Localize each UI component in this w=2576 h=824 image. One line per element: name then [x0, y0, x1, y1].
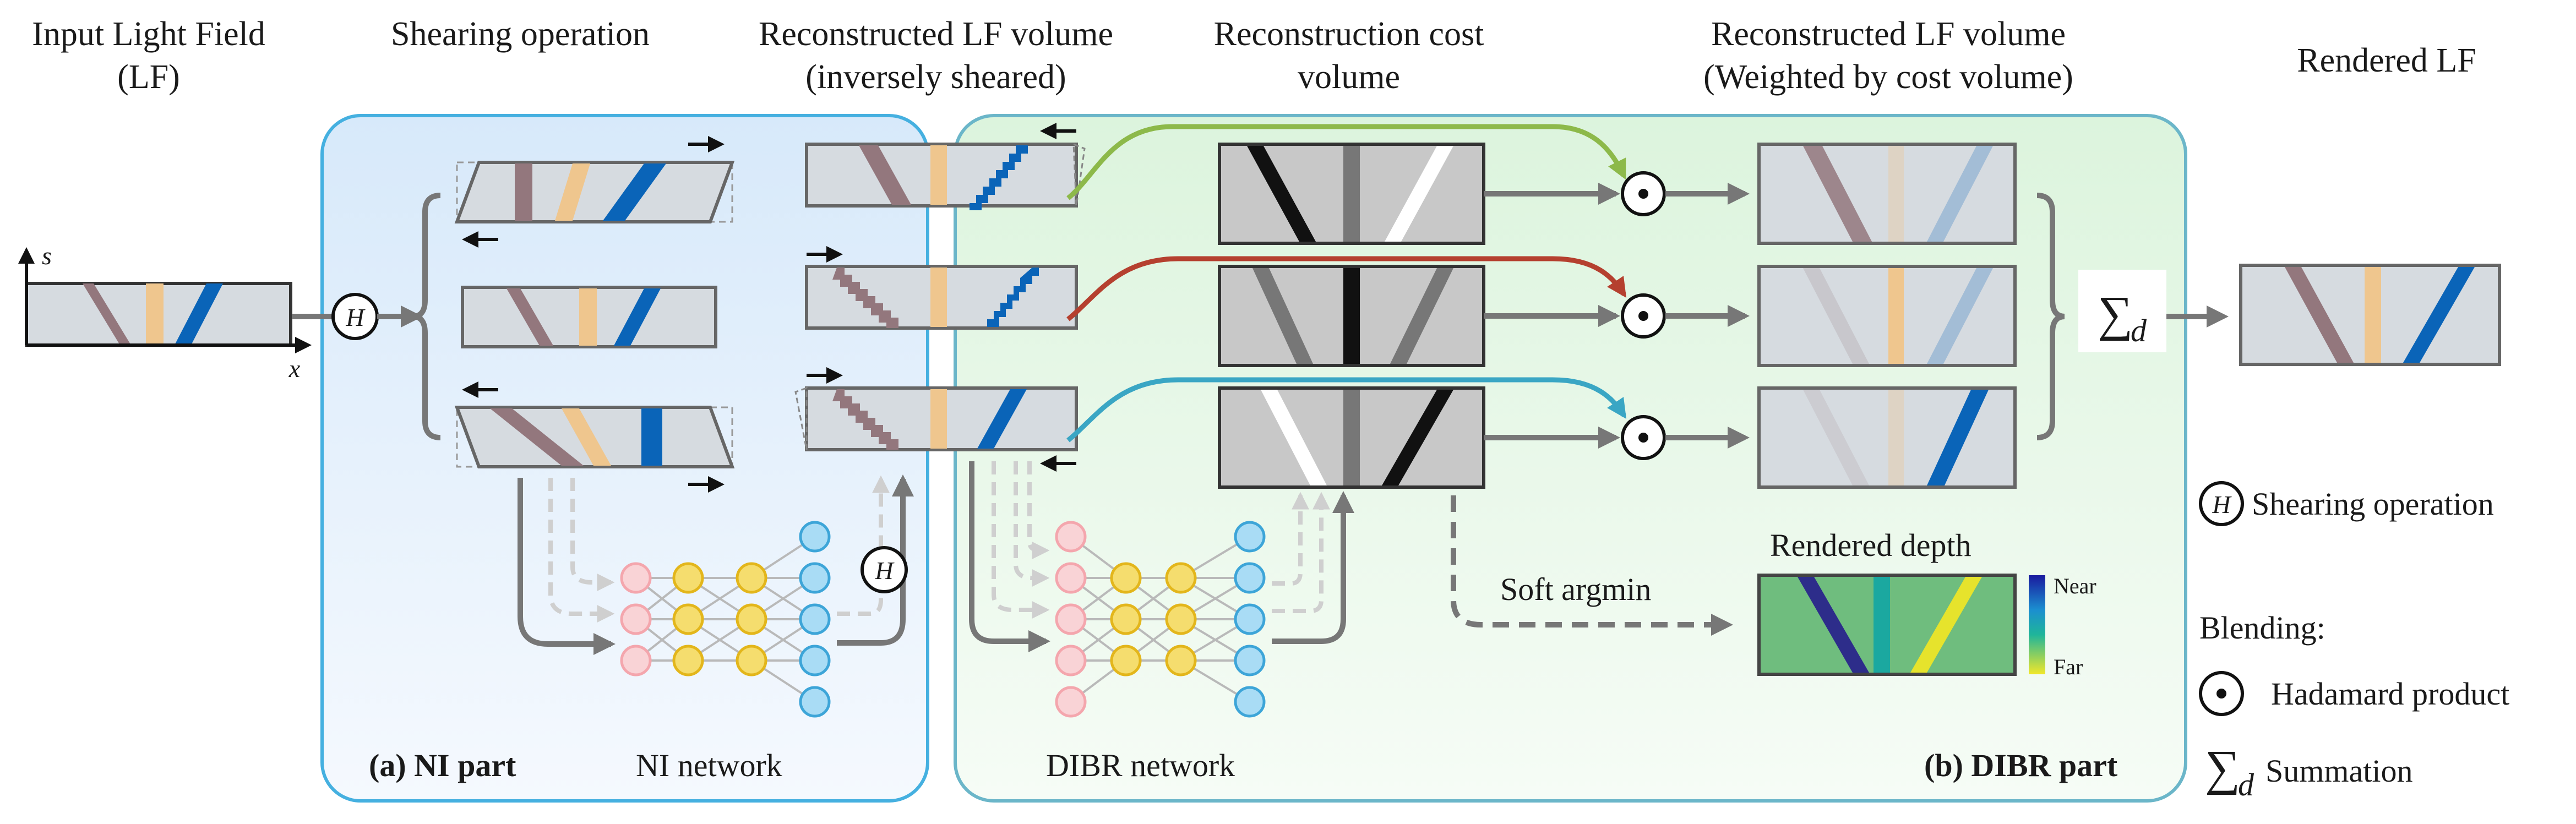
header-recon-lf-sub: (inversely sheared): [805, 58, 1066, 96]
rendered-depth-title: Rendered depth: [1770, 527, 1972, 563]
legend-hadamard-label: Hadamard product: [2271, 676, 2509, 712]
rendered-lf-image: [2239, 264, 2501, 366]
hadamard-node-middle: [1621, 293, 1666, 339]
hadamard-node-bottom: [1621, 415, 1666, 460]
legend: H Shearing operation Blending: Hadamard …: [2199, 481, 2509, 803]
sheared-image-middle: [461, 286, 717, 348]
merge-brace: [2036, 193, 2065, 440]
summation-box: [2078, 270, 2166, 352]
sheared-image-top: [454, 136, 735, 248]
svg-text:H: H: [2212, 490, 2232, 519]
header-input-lf-sub: (LF): [117, 58, 180, 96]
dibr-network: [1055, 521, 1266, 718]
colorbar-far: Far: [2054, 654, 2083, 679]
legend-shear-icon: [2199, 481, 2244, 526]
hadamard-node-top: [1621, 171, 1666, 216]
cost-volume-middle: [1218, 265, 1485, 367]
depth-colorbar: [2029, 575, 2045, 674]
sum-subscript: d: [2131, 313, 2147, 348]
recon-lf-middle: [805, 265, 1078, 330]
rendered-depth-map: [1757, 574, 2017, 676]
weighted-lf-top: [1757, 143, 2017, 245]
cost-volume-top: [1218, 143, 1485, 245]
input-lf-image: [18, 247, 312, 353]
svg-text:H: H: [874, 556, 895, 585]
ni-network: [620, 521, 831, 718]
header-recon-lf: Reconstructed LF volume: [759, 15, 1113, 53]
sum-sigma: ∑: [2098, 287, 2133, 341]
recon-lf-top: [805, 123, 1086, 263]
header-input-lf: Input Light Field: [32, 15, 265, 53]
axis-s-label: s: [42, 242, 52, 270]
recon-lf-bottom: [794, 367, 1078, 472]
cost-volume-bottom: [1218, 386, 1485, 489]
shear-operator: H: [331, 293, 379, 340]
dibr-network-label: DIBR network: [1046, 747, 1235, 783]
header-weighted-sub: (Weighted by cost volume): [1703, 58, 2073, 96]
weighted-lf-bottom: [1757, 386, 2017, 489]
header-rendered: Rendered LF: [2297, 42, 2476, 79]
legend-blending-label: Blending:: [2199, 610, 2326, 646]
legend-shearing-label: Shearing operation: [2252, 486, 2494, 522]
header-cost: Reconstruction cost: [1214, 15, 1484, 53]
headers: Input Light Field (LF) Shearing operatio…: [32, 15, 2476, 96]
ni-network-label: NI network: [636, 747, 782, 783]
header-cost-sub: volume: [1298, 58, 1400, 96]
header-weighted: Reconstructed LF volume: [1711, 15, 2066, 53]
axis-x-label: x: [288, 354, 301, 383]
ni-shear-operator: H: [861, 546, 908, 593]
legend-sum-icon: ∑: [2205, 741, 2240, 795]
legend-summation-label: Summation: [2265, 753, 2412, 789]
ni-part-title: (a) NI part: [369, 747, 516, 783]
split-brace: [412, 193, 441, 440]
svg-text:H: H: [345, 303, 366, 331]
header-shearing: Shearing operation: [391, 15, 650, 53]
sheared-image-bottom: [454, 381, 735, 493]
weighted-lf-middle: [1757, 265, 2017, 367]
soft-argmin-label: Soft argmin: [1500, 571, 1651, 607]
svg-text:d: d: [2238, 767, 2254, 803]
colorbar-near: Near: [2054, 574, 2096, 598]
dibr-part-title: (b) DIBR part: [1924, 747, 2118, 783]
